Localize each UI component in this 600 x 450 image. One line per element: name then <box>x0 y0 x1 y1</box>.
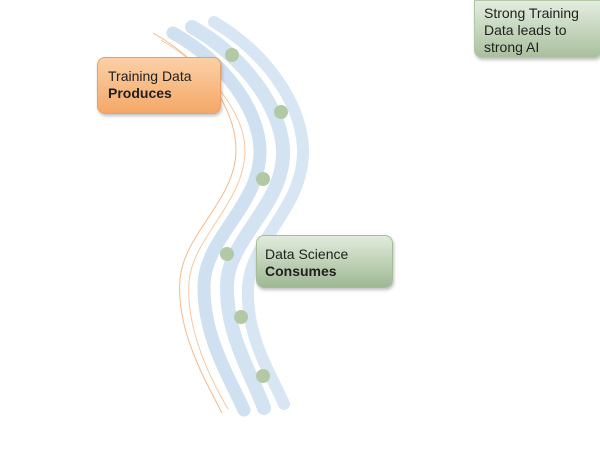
strong-line-1: Strong Training <box>484 5 579 21</box>
stream-band-left <box>166 26 267 417</box>
consumes-line-1: Data Science <box>265 246 349 262</box>
stream-band-middle <box>185 20 291 415</box>
stream-dot-5 <box>234 310 248 324</box>
consumes-line-2: Consumes <box>265 263 337 279</box>
stream-band-right <box>208 16 310 410</box>
data-science-consumes-box: Data Science Consumes <box>256 235 393 288</box>
strong-line-3: strong AI <box>484 39 540 55</box>
training-data-produces-box: Training Data Produces <box>97 57 221 114</box>
stream-dot-4 <box>220 247 234 261</box>
strong-line-2: Data leads to <box>484 22 567 38</box>
stream-dot-2 <box>274 105 288 119</box>
produces-line-2: Produces <box>108 85 172 101</box>
stream-dot-6 <box>256 369 270 383</box>
strong-training-data-callout: Strong Training Data leads to strong AI <box>474 0 600 58</box>
produces-line-1: Training Data <box>108 68 192 84</box>
stream-dot-3 <box>256 172 270 186</box>
stream-dot-1 <box>225 48 239 62</box>
